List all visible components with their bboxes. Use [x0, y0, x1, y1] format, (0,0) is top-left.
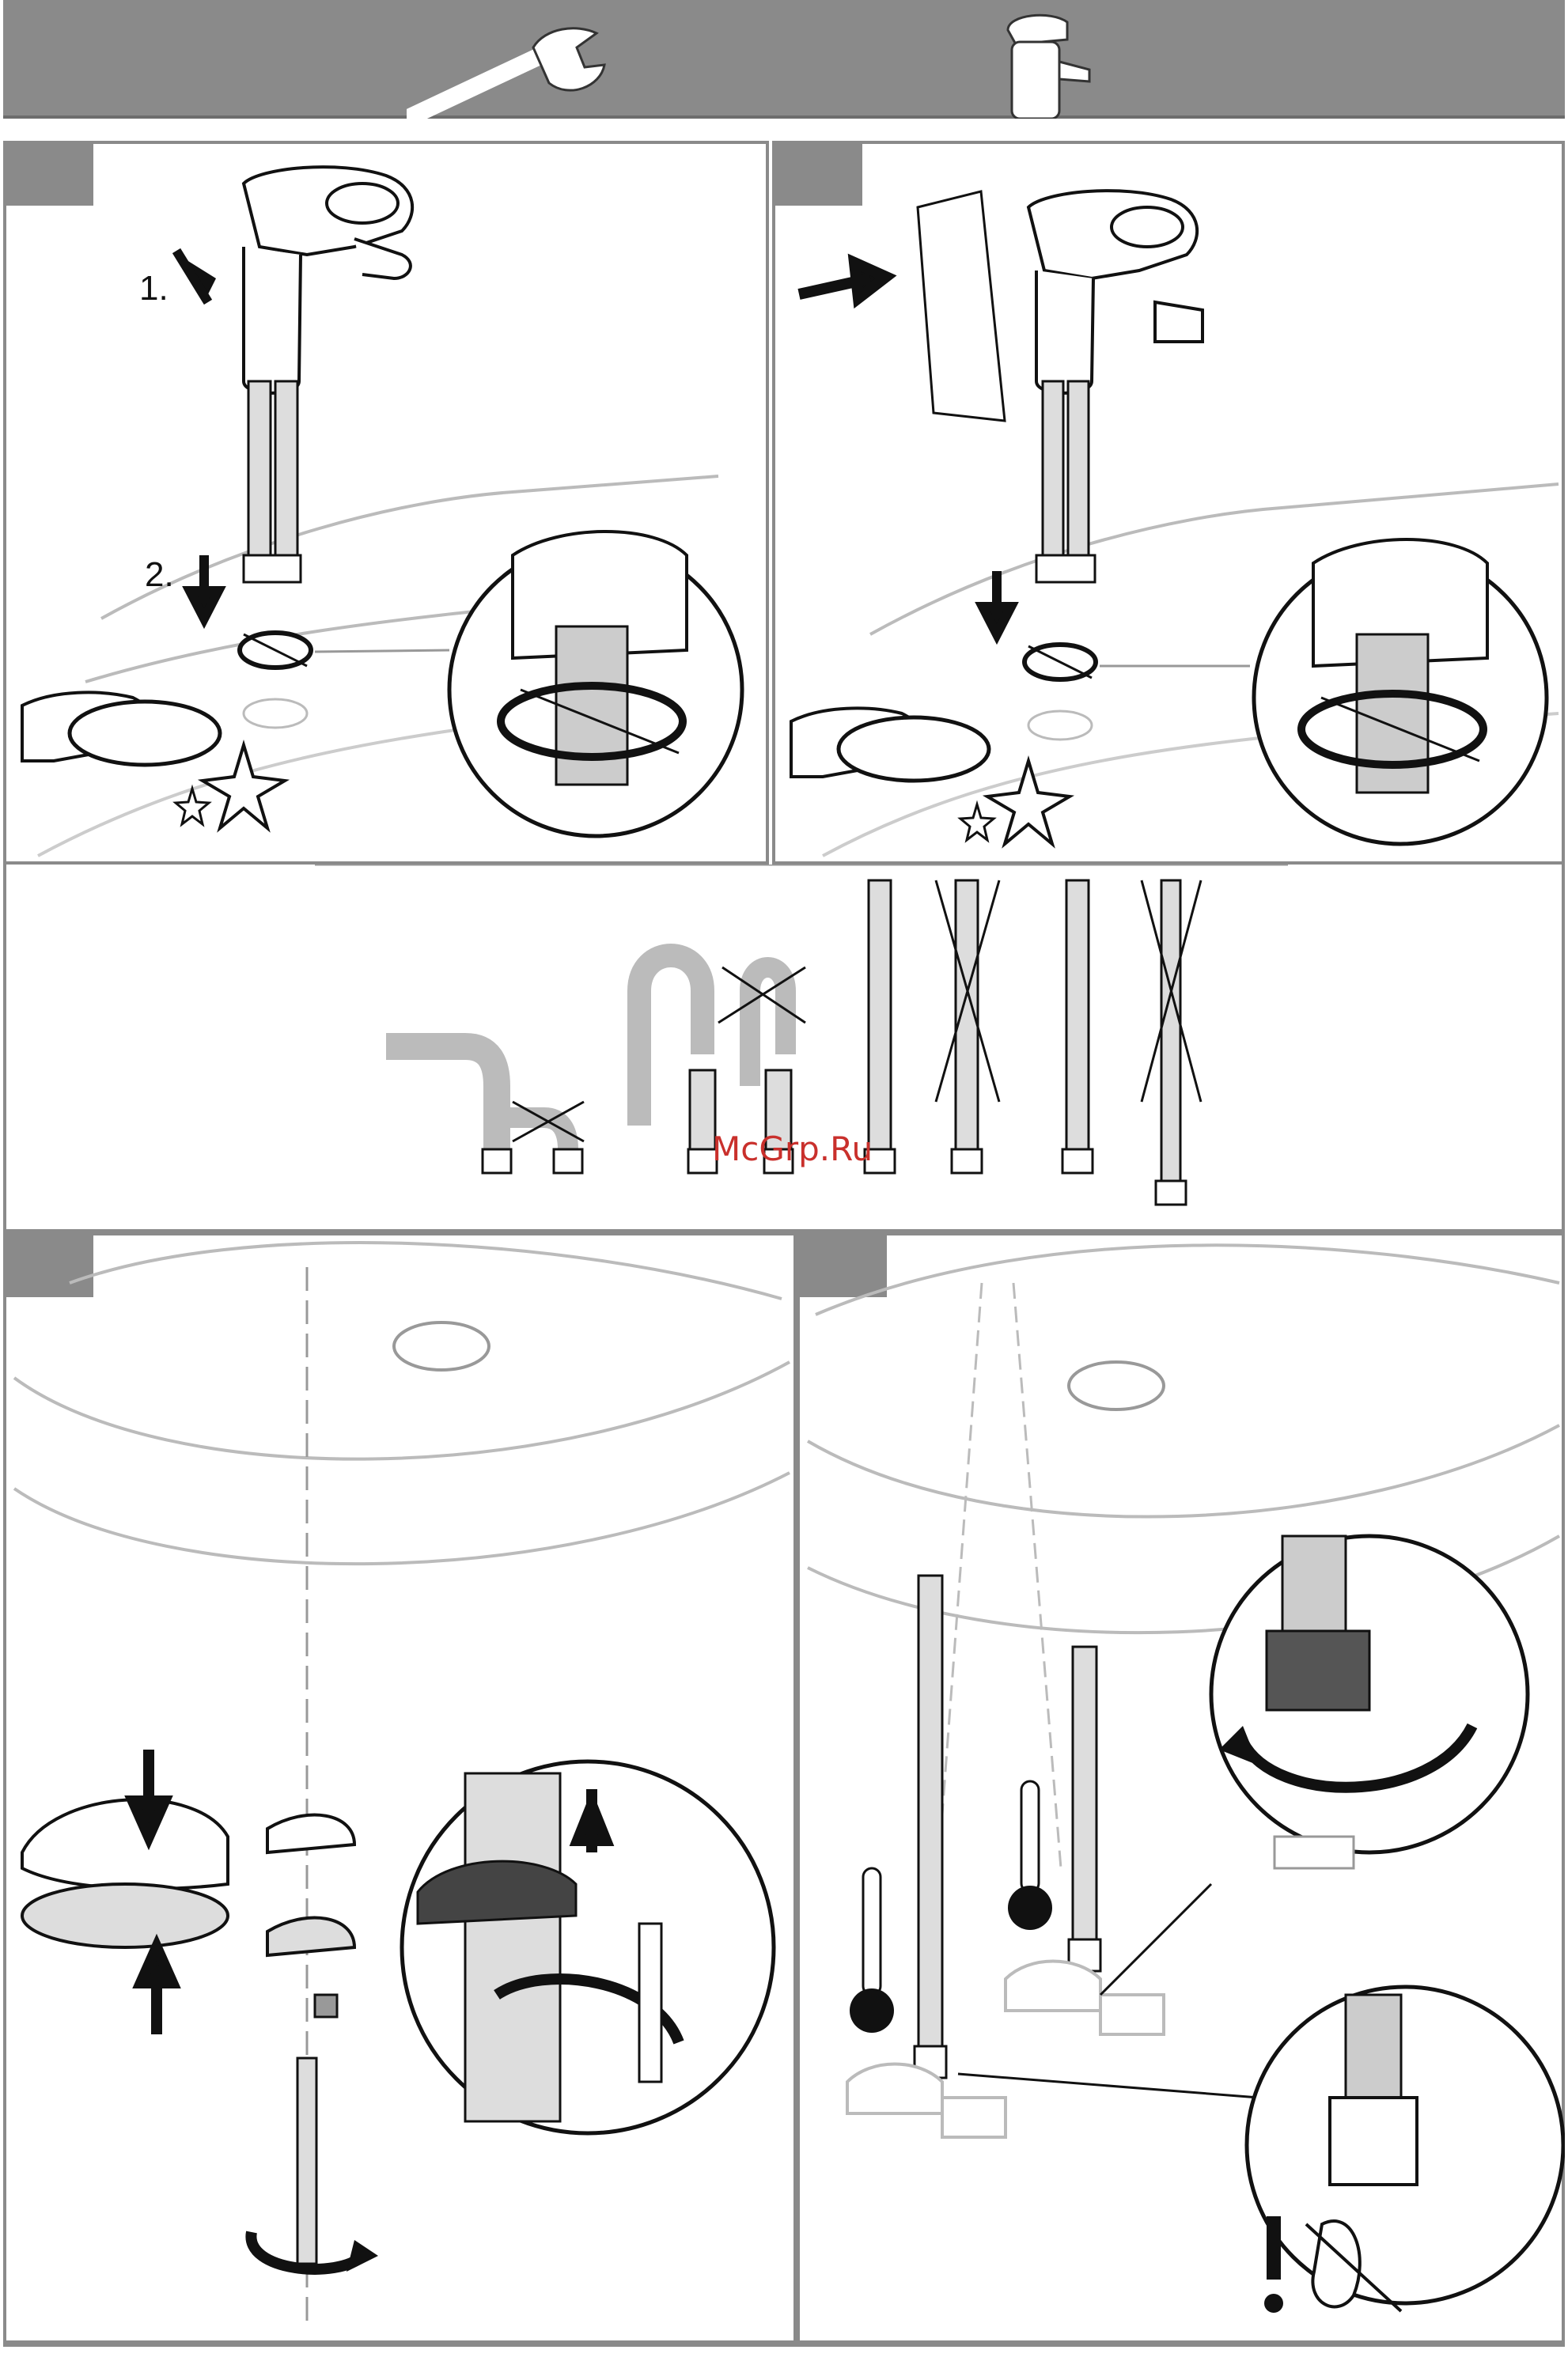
footer-line: [3, 2344, 1565, 2347]
panel-install-faucet: 1. 2.: [3, 141, 769, 865]
header-bar: [3, 0, 1565, 119]
panel-fix-mounting: [3, 1232, 797, 2344]
wrench-icon: [407, 24, 612, 119]
step-2-label: 2.: [145, 555, 174, 595]
step-1-label: 1.: [139, 269, 169, 308]
panel-connect-supply: [797, 1232, 1565, 2344]
panel-hose-routing: McGrp.Ru: [3, 865, 1565, 1232]
illustration-faucet-install: [6, 144, 769, 865]
panel-install-bidet-faucet: [772, 141, 1565, 865]
illustration-supply-connection: [800, 1235, 1565, 2344]
illustration-hose-bending: [6, 865, 1565, 1229]
illustration-mounting-nut: [6, 1235, 797, 2344]
illustration-bidet-install: [775, 144, 1565, 865]
faucet-icon: [996, 6, 1099, 119]
watermark: McGrp.Ru: [712, 1129, 873, 1168]
